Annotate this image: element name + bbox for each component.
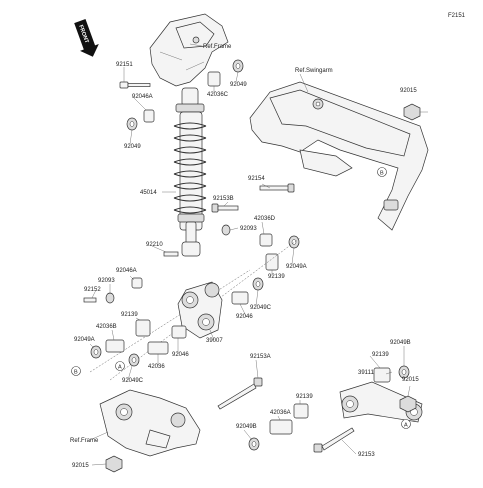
- label-92049-left: 92049: [124, 144, 141, 150]
- marker-a-right: [401, 419, 411, 429]
- label-42036d: 42036D: [254, 216, 276, 222]
- collar-92046-left: [171, 325, 187, 339]
- rocker-arm-39007: [177, 281, 223, 339]
- label-92049c-left: 92049C: [122, 378, 144, 384]
- label-92049-right: 92049: [230, 82, 247, 88]
- bolt-92153a: [217, 377, 263, 410]
- label-92153: 92153: [358, 452, 375, 458]
- label-39111: 39111: [358, 370, 374, 376]
- label-92046a-top: 92046A: [132, 94, 153, 100]
- label-92049a-right: 92049A: [286, 264, 307, 270]
- label-92046-right: 92046: [236, 314, 253, 320]
- bolt-92153b: [211, 203, 239, 213]
- label-92093-right: 92093: [240, 226, 257, 232]
- label-92153a: 92153A: [250, 354, 271, 360]
- collar-42036: [147, 341, 169, 355]
- label-92151: 92151: [116, 62, 133, 68]
- label-45014: 45014: [140, 190, 157, 196]
- nut-92015-top: [403, 103, 421, 121]
- label-92153b: 92153B: [213, 196, 234, 202]
- diagram-code: F2151: [448, 13, 466, 19]
- label-42036c: 42036C: [207, 92, 229, 98]
- label-92093-left: 92093: [98, 278, 115, 284]
- label-92046-left: 92046: [172, 352, 189, 358]
- collar-92046a-mid: [131, 277, 143, 289]
- svg-text:A: A: [404, 423, 408, 429]
- shock-absorber-45014: [173, 87, 207, 257]
- washer-92093-left: [105, 292, 115, 304]
- collar-42036d: [259, 233, 273, 247]
- label-92049b-right: 92049B: [390, 340, 411, 346]
- label-92154: 92154: [248, 176, 265, 182]
- collar-42036a: [269, 419, 293, 435]
- collar-42036b: [105, 339, 125, 353]
- label-42036: 42036: [148, 364, 165, 370]
- svg-text:92049A: 92049A: [74, 337, 95, 343]
- ref-frame-top: Ref.Frame: [203, 44, 232, 50]
- label-92210: 92210: [146, 242, 163, 248]
- bolt-92152: [83, 297, 97, 303]
- label-92152: 92152: [84, 287, 101, 293]
- svg-text:B: B: [74, 370, 78, 376]
- label-92046a-mid: 92046A: [116, 268, 137, 274]
- bolt-92210: [163, 251, 179, 257]
- collar-92046-right: [231, 291, 249, 305]
- ref-frame-bottom: Ref.Frame: [70, 438, 99, 444]
- nut-92015-bottom: [105, 455, 123, 473]
- label-92015-top: 92015: [400, 88, 417, 94]
- label-92139-right: 92139: [268, 274, 285, 280]
- svg-text:A: A: [118, 365, 122, 371]
- collar-92046a-top: [143, 109, 155, 123]
- bolt-92154: [259, 183, 295, 193]
- label-92049b-bottom: 92049B: [236, 424, 257, 430]
- bushing-92139-link: [373, 367, 391, 383]
- label-92139-bottom: 92139: [296, 394, 313, 400]
- label-92139-left: 92139: [121, 312, 138, 318]
- ref-swingarm: Ref.Swingarm: [295, 68, 333, 74]
- label-39007: 39007: [206, 338, 223, 344]
- bolt-92153: [313, 427, 355, 453]
- upper-frame-bracket: [149, 13, 229, 87]
- bushing-92139-bottom: [293, 403, 309, 419]
- marker-a-left: [115, 361, 125, 371]
- label-92049c-right: 92049C: [250, 305, 272, 311]
- swingarm: [249, 81, 429, 231]
- label-92015-mid: 92015: [402, 377, 419, 383]
- washer-92093-right: [221, 224, 231, 236]
- marker-b-swingarm: [377, 167, 387, 177]
- lower-frame-bracket: [99, 389, 201, 457]
- marker-b-left: [71, 366, 81, 376]
- label-42036b: 42036B: [96, 324, 117, 330]
- svg-text:B: B: [380, 171, 384, 177]
- bushing-92139-left: [135, 319, 151, 337]
- label-42036a: 42036A: [270, 410, 291, 416]
- collar-42036c: [207, 71, 221, 87]
- label-92139-link: 92139: [372, 352, 389, 358]
- front-arrow-icon: FRONT: [74, 19, 99, 57]
- bolt-92151: [119, 81, 151, 89]
- label-92015-bottom: 92015: [72, 463, 89, 469]
